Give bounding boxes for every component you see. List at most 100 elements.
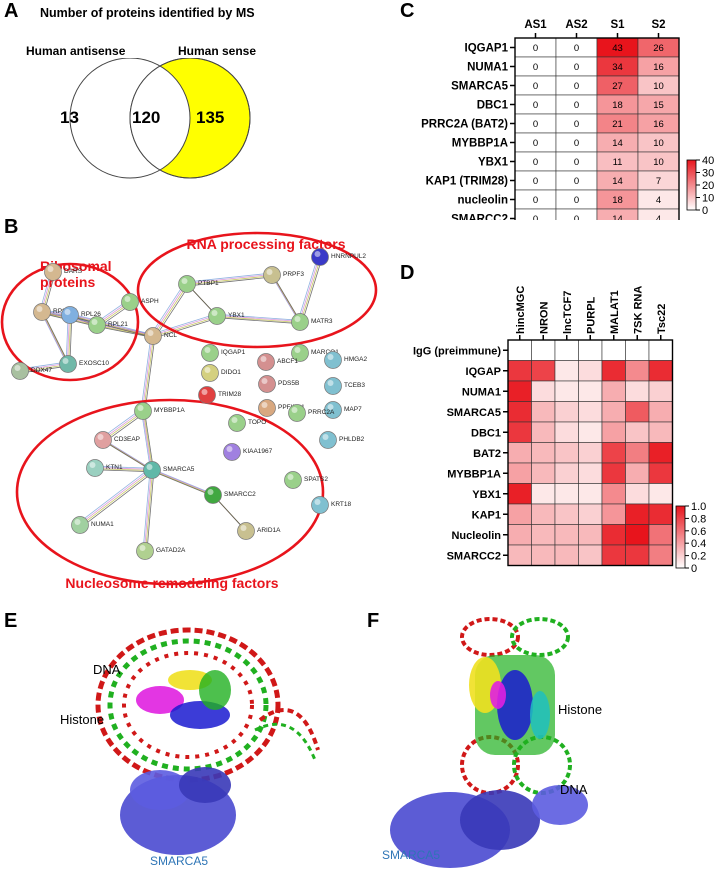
cell-value: 0	[574, 195, 579, 206]
cell-value: 0	[533, 176, 538, 187]
heatmap-cell	[625, 544, 650, 566]
heatmap-cell	[554, 380, 579, 402]
network-node	[143, 461, 161, 479]
heatmap-cell	[648, 401, 673, 423]
panel-letter-f: F	[367, 610, 380, 632]
network-node-label: SMARCC2	[224, 491, 256, 498]
heatmap-cell	[648, 462, 673, 484]
heatmap-cell	[601, 380, 626, 402]
network-node	[223, 443, 241, 461]
row-label: KAP1	[472, 509, 501, 521]
heatmap-cell	[648, 483, 673, 505]
colorbar-tick-label: 0.4	[691, 538, 706, 550]
heatmap-cell	[625, 421, 650, 443]
structure-image-e	[95, 627, 320, 855]
network-node	[324, 351, 342, 369]
column-label: MALAT1	[609, 290, 621, 334]
network-edge	[186, 274, 272, 284]
network-node-label: PRRC2A	[308, 409, 335, 416]
heatmap-cell	[648, 524, 673, 546]
network-node	[208, 307, 226, 325]
network-edge	[70, 315, 154, 337]
network-edge	[152, 315, 217, 336]
heatmap-cell	[578, 339, 603, 361]
network-node	[33, 303, 51, 321]
network-node	[86, 459, 104, 477]
panel-letter-c: C	[400, 0, 415, 22]
cell-value: 0	[574, 138, 579, 149]
network-edge	[143, 411, 153, 471]
network-node-label: IQGAP1	[221, 349, 246, 356]
cell-value: 0	[533, 138, 538, 149]
heatmap-cell	[531, 360, 556, 382]
network-node-label: RPL26	[81, 311, 101, 318]
network-edge	[187, 275, 273, 285]
panel-letter-e: E	[4, 610, 18, 632]
heatmap-cell	[554, 544, 579, 566]
network-node-label: DDX47	[31, 367, 52, 374]
network-node	[257, 353, 275, 371]
cell-value: 0	[574, 214, 579, 220]
heatmap-cell	[554, 442, 579, 464]
heatmap-cell	[625, 380, 650, 402]
cell-value: 21	[612, 119, 623, 130]
network-edge	[142, 335, 153, 411]
network-edge	[154, 285, 190, 339]
venn-left-label: Human antisense	[26, 44, 126, 58]
cell-value: 0	[574, 157, 579, 168]
row-label: YBX1	[472, 489, 501, 501]
network-node	[134, 402, 152, 420]
heatmap-cell	[578, 360, 603, 382]
network-edge	[151, 313, 216, 335]
panel-letter-d: D	[400, 262, 415, 284]
heatmap-frame	[507, 339, 674, 567]
heatmap-cell	[531, 462, 556, 484]
network-edge	[185, 272, 271, 283]
heatmap-cell	[554, 360, 579, 382]
network-node	[258, 399, 276, 417]
heatmap-cell	[625, 339, 650, 361]
cell-value: 16	[653, 62, 664, 73]
network-node	[258, 375, 276, 393]
network-node	[11, 362, 29, 380]
heatmap-cell	[625, 401, 650, 423]
network-edge	[150, 281, 186, 335]
network-node	[178, 275, 196, 293]
cell-value: 0	[533, 119, 538, 130]
network-edge	[300, 257, 321, 323]
heatmap-cell	[578, 442, 603, 464]
network-node-label: GATAD2A	[156, 547, 186, 554]
network-node	[144, 327, 162, 345]
structure-image-f	[390, 617, 588, 868]
heatmap-cell	[507, 503, 532, 525]
heatmap-cell	[507, 544, 532, 566]
heatmap-cell	[507, 442, 532, 464]
network-edge	[152, 470, 214, 496]
network-edge	[215, 313, 299, 321]
cell-value: 0	[533, 81, 538, 92]
heatmap-cell	[648, 360, 673, 382]
network-node	[228, 414, 246, 432]
network-edge	[71, 316, 155, 339]
network-node	[288, 404, 306, 422]
heatmap-cell	[601, 544, 626, 566]
network-node-label: SPATS2	[304, 476, 328, 483]
network-edge	[299, 256, 320, 322]
cell-value: 0	[533, 43, 538, 54]
heatmap-cell	[625, 462, 650, 484]
cell-value: 0	[574, 176, 579, 187]
network-node-label: DARS	[64, 268, 83, 275]
venn-left-count: 13	[60, 108, 79, 127]
heatmap-cell	[648, 421, 673, 443]
row-label: IQGAP	[466, 366, 501, 378]
network-node-label: NUMA1	[91, 521, 114, 528]
colorbar-tick-label: 0.8	[691, 513, 706, 525]
heatmap-cell	[531, 401, 556, 423]
heatmap-cell	[531, 421, 556, 443]
network-edge	[94, 467, 152, 470]
row-label: MYBBP1A	[447, 468, 501, 480]
row-label: SMARCA5	[451, 81, 508, 93]
colorbar-tick-label: 1.0	[691, 501, 706, 513]
network-node-label: CD3EAP	[114, 436, 140, 443]
